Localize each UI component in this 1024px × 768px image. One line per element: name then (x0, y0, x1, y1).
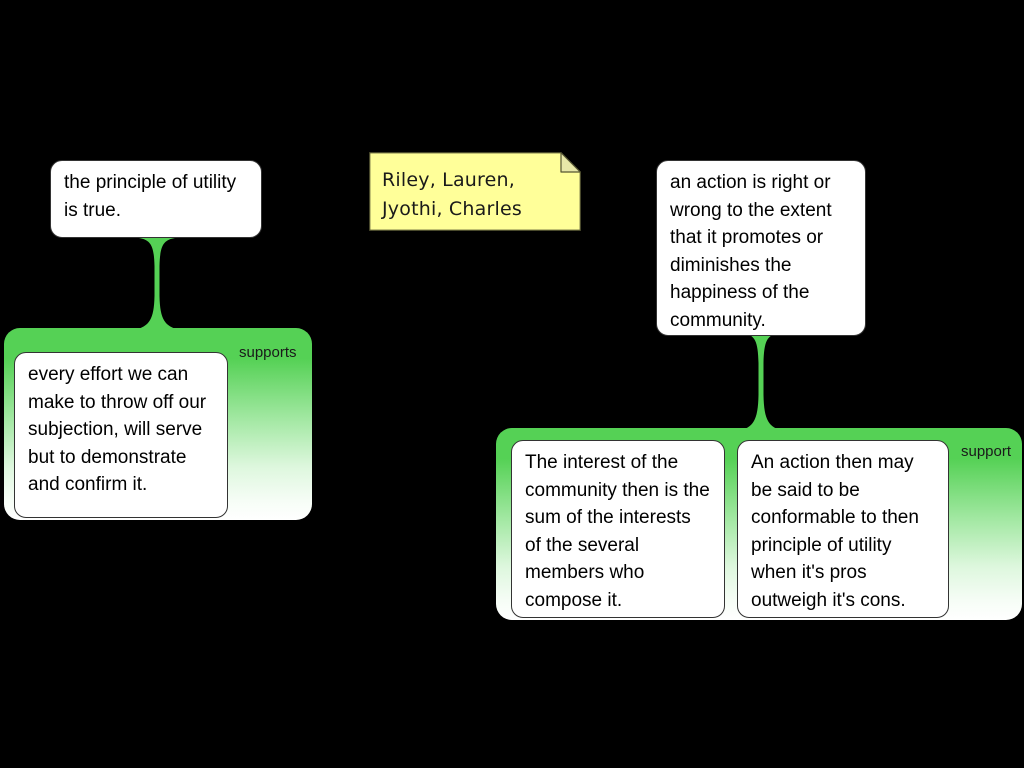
claim-right-support-a[interactable]: The interest of the community then is th… (511, 440, 725, 618)
claim-left-top[interactable]: the principle of utility is true. (50, 160, 262, 238)
connector-left (133, 236, 181, 332)
claim-right-top[interactable]: an action is right or wrong to the exten… (656, 160, 866, 336)
claim-right-support-b[interactable]: An action then may be said to be conform… (737, 440, 949, 618)
sticky-note-line-1: Riley, Lauren, (382, 169, 516, 191)
claim-left-top-text: the principle of utility is true. (64, 172, 237, 221)
support-label-right: support (961, 443, 1012, 460)
connector-right (737, 331, 785, 433)
claim-left-support-text: every effort we can make to throw off ou… (28, 364, 207, 495)
support-label-left: supports (239, 344, 297, 361)
sticky-note[interactable]: Riley, Lauren, Jyothi, Charles (369, 152, 581, 231)
sticky-note-text: Riley, Lauren, Jyothi, Charles (382, 166, 572, 224)
claim-right-support-b-text: An action then may be said to be conform… (751, 452, 919, 611)
claim-left-support[interactable]: every effort we can make to throw off ou… (14, 352, 228, 518)
sticky-note-line-2: Jyothi, Charles (382, 198, 522, 220)
claim-right-top-text: an action is right or wrong to the exten… (670, 172, 832, 331)
claim-right-support-a-text: The interest of the community then is th… (525, 452, 710, 611)
